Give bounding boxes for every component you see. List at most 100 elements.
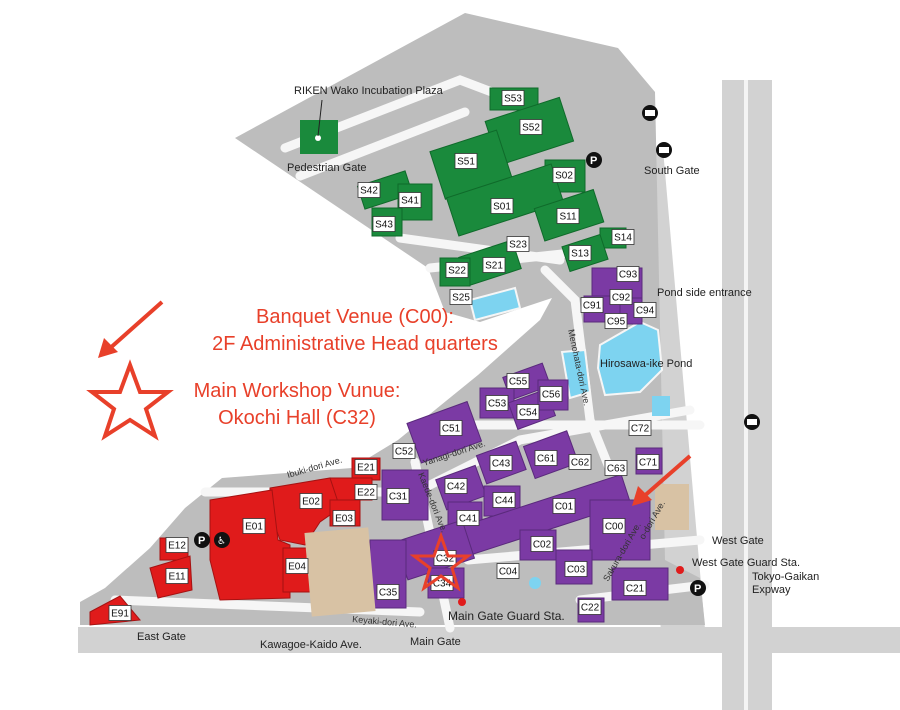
parking-icon: P <box>690 580 706 596</box>
label-box-c02 <box>530 536 554 552</box>
label-c95: C95 <box>607 317 626 328</box>
label-s25: S25 <box>452 293 470 304</box>
label-c02: C02 <box>533 540 552 551</box>
label-box-c55 <box>506 373 530 389</box>
label-s43: S43 <box>375 220 393 231</box>
label-box-e11 <box>165 568 189 584</box>
label-e12: E12 <box>168 541 186 552</box>
label-box-s11 <box>556 208 580 224</box>
field-c00 <box>655 484 689 530</box>
label-s21: S21 <box>485 261 503 272</box>
label-c35: C35 <box>379 588 398 599</box>
label-box-c22 <box>578 599 602 615</box>
label-c44: C44 <box>495 496 514 507</box>
label-box-s01 <box>490 198 514 214</box>
label-s41: S41 <box>401 196 419 207</box>
label-box-c01 <box>552 498 576 514</box>
label-box-e22 <box>354 484 378 500</box>
label-box-c35 <box>376 584 400 600</box>
incubation-plaza-marker <box>315 135 321 141</box>
label-box-s53 <box>501 90 525 106</box>
label-box-s21 <box>482 257 506 273</box>
banquet-title: Banquet Venue (C00): <box>256 306 454 328</box>
label-box-s42 <box>357 182 381 198</box>
label-c54: C54 <box>519 408 538 419</box>
svg-text:P: P <box>590 155 597 167</box>
label-c22: C22 <box>581 603 600 614</box>
label-expway: Expway <box>752 584 791 596</box>
label-box-e01 <box>242 518 266 534</box>
guard-station-icon <box>676 566 684 574</box>
label-box-c43 <box>489 455 513 471</box>
label-box-c92 <box>609 289 633 305</box>
label-incubation-plaza: RIKEN Wako Incubation Plaza <box>294 85 444 97</box>
expressway-lane <box>744 80 748 710</box>
label-kawagoe-kaido: Kawagoe-Kaido Ave. <box>260 639 362 651</box>
bus-icon <box>656 142 672 158</box>
label-box-s41 <box>398 192 422 208</box>
workshop-subtitle: Okochi Hall (C32) <box>218 407 376 429</box>
label-c04: C04 <box>499 567 518 578</box>
label-box-c61 <box>534 450 558 466</box>
label-box-c72 <box>628 420 652 436</box>
label-box-c44 <box>492 492 516 508</box>
label-box-c04 <box>496 563 520 579</box>
svg-text:P: P <box>198 535 205 547</box>
label-box-c93 <box>616 266 640 282</box>
svg-text:♿: ♿ <box>217 536 226 547</box>
label-e01: E01 <box>245 522 263 533</box>
label-west-gate-guard: West Gate Guard Sta. <box>692 557 800 569</box>
label-box-e91 <box>108 605 132 621</box>
label-c52: C52 <box>395 447 414 458</box>
label-box-s51 <box>454 153 478 169</box>
label-south-gate: South Gate <box>644 165 700 177</box>
workshop-title: Main Workshop Vunue: <box>193 380 401 402</box>
label-s22: S22 <box>448 266 466 277</box>
star-icon <box>86 359 174 441</box>
workshop-legend: Main Workshop Vunue: Okochi Hall (C32) <box>172 378 422 432</box>
label-c93: C93 <box>619 270 638 281</box>
label-box-c95 <box>604 313 628 329</box>
label-e91: E91 <box>111 609 129 620</box>
label-c72: C72 <box>631 424 650 435</box>
label-box-c51 <box>439 420 463 436</box>
label-c92: C92 <box>612 293 631 304</box>
label-box-c94 <box>633 302 657 318</box>
label-e22: E22 <box>357 488 375 499</box>
label-pedestrian-gate: Pedestrian Gate <box>287 162 367 174</box>
label-box-c42 <box>444 478 468 494</box>
label-c71: C71 <box>639 458 658 469</box>
label-c00: C00 <box>605 522 624 533</box>
label-box-s13 <box>568 245 592 261</box>
bus-icon <box>744 414 760 430</box>
hirosawa-pond <box>596 320 664 397</box>
label-s51: S51 <box>457 157 475 168</box>
label-box-s22 <box>445 262 469 278</box>
label-main-gate-guard: Main Gate Guard Sta. <box>448 609 565 623</box>
svg-text:P: P <box>694 583 701 595</box>
label-e11: E11 <box>168 572 185 583</box>
label-s02: S02 <box>555 171 573 182</box>
label-s13: S13 <box>571 249 589 260</box>
label-c62: C62 <box>571 458 590 469</box>
label-s23: S23 <box>509 240 527 251</box>
kawagoe-kaido-road <box>78 627 900 653</box>
label-c03: C03 <box>567 565 586 576</box>
label-c51: C51 <box>442 424 461 435</box>
pond-s25 <box>468 286 522 322</box>
label-c56: C56 <box>542 390 561 401</box>
fountain <box>529 577 541 589</box>
arrow-icon <box>98 300 164 358</box>
label-box-c52 <box>392 443 416 459</box>
label-box-s14 <box>611 229 635 245</box>
label-s11: S11 <box>559 212 576 223</box>
label-e04: E04 <box>288 562 306 573</box>
arrow-icon <box>632 454 692 506</box>
label-box-e02 <box>299 493 323 509</box>
label-box-c62 <box>568 454 592 470</box>
label-box-s02 <box>552 167 576 183</box>
label-box-c91 <box>580 297 604 313</box>
label-east-gate: East Gate <box>137 631 186 643</box>
